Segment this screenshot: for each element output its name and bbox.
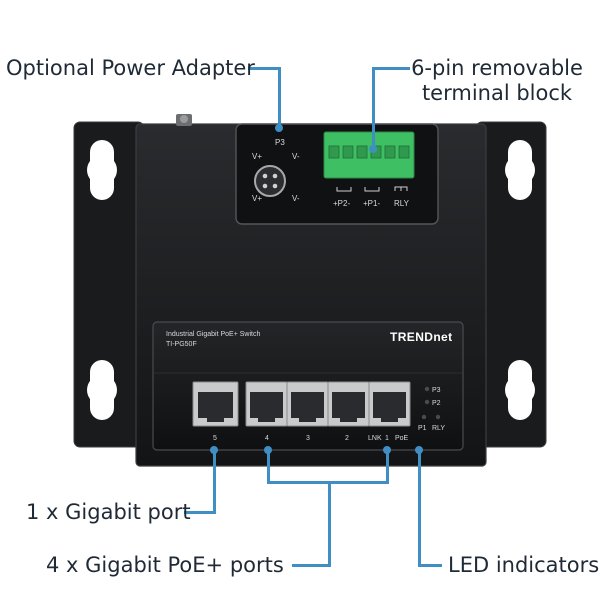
leader-poe-dot-right bbox=[383, 446, 391, 454]
leader-gigabit-v bbox=[213, 451, 216, 513]
power-pin-label-1: V+ bbox=[252, 152, 262, 161]
leader-power-dot bbox=[275, 124, 283, 132]
terminal-label-p1: +P1- bbox=[363, 199, 380, 208]
leader-led-h bbox=[418, 564, 442, 567]
svg-text:TRENDnet: TRENDnet bbox=[390, 330, 453, 344]
ethernet-port-1[interactable] bbox=[368, 381, 411, 427]
port-label-2: 2 bbox=[345, 435, 349, 442]
callout-led-indicators: LED indicators bbox=[448, 553, 600, 577]
port-link-label: LNK bbox=[368, 435, 382, 442]
power-port-label: P3 bbox=[275, 138, 285, 147]
trendnet-logo: TRENDnet bbox=[390, 330, 453, 344]
port-label-4: 4 bbox=[265, 435, 269, 442]
leader-poe-left-v bbox=[267, 451, 270, 483]
terminal-polarity-marks bbox=[336, 186, 408, 192]
power-pin-label-3: V+ bbox=[252, 194, 262, 203]
led-indicator-icons bbox=[421, 386, 441, 420]
port-label-5: 5 bbox=[213, 435, 217, 442]
leader-terminal-v bbox=[372, 67, 375, 149]
ground-screw-icon bbox=[176, 114, 192, 126]
power-pin-label-4: V- bbox=[292, 194, 300, 203]
leader-gigabit-dot bbox=[210, 446, 218, 454]
ethernet-port-5[interactable] bbox=[192, 381, 239, 427]
port-label-1: 1 bbox=[385, 435, 389, 442]
leader-led-dot bbox=[415, 446, 423, 454]
led-label-rly: RLY bbox=[432, 425, 445, 432]
port-poe-label: PoE bbox=[395, 435, 409, 442]
callout-power-adapter: Optional Power Adapter bbox=[6, 56, 255, 80]
led-label-p2: P2 bbox=[432, 400, 441, 407]
leader-poe-dot-left bbox=[264, 446, 272, 454]
terminal-block bbox=[323, 131, 415, 179]
callout-gigabit-port: 1 x Gigabit port bbox=[26, 500, 191, 524]
terminal-label-p2: +P2- bbox=[333, 199, 350, 208]
callout-terminal-block: 6-pin removable terminal block bbox=[408, 56, 586, 106]
callout-terminal-block-line2: terminal block bbox=[421, 81, 573, 105]
ethernet-port-2[interactable] bbox=[327, 381, 370, 427]
led-label-p3: P3 bbox=[432, 387, 441, 394]
model-number: TI-PG50F bbox=[166, 341, 197, 348]
mounting-slot-icon bbox=[87, 140, 535, 420]
callout-poe-ports: 4 x Gigabit PoE+ ports bbox=[46, 553, 284, 577]
terminal-label-rly: RLY bbox=[394, 199, 410, 208]
leader-terminal-dot bbox=[369, 145, 377, 153]
leader-power-h bbox=[248, 67, 280, 70]
port-label-3: 3 bbox=[306, 435, 310, 442]
leader-gigabit-h bbox=[184, 511, 216, 514]
power-jack-pins-icon bbox=[262, 173, 278, 189]
leader-poe-right-v bbox=[386, 451, 389, 483]
power-pin-label-2: V- bbox=[292, 152, 300, 161]
power-jack-icon bbox=[254, 165, 286, 197]
leader-poe-stem-v bbox=[328, 481, 331, 566]
model-title: Industrial Gigabit PoE+ Switch bbox=[166, 331, 260, 338]
ethernet-port-4[interactable] bbox=[245, 381, 288, 427]
leader-led-v bbox=[418, 451, 421, 567]
leader-poe-stem-h bbox=[292, 564, 331, 567]
leader-terminal-h bbox=[372, 67, 410, 70]
leader-power-v bbox=[278, 67, 281, 128]
callout-terminal-block-line1: 6-pin removable bbox=[411, 56, 583, 80]
ethernet-port-3[interactable] bbox=[286, 381, 329, 427]
led-label-p1: P1 bbox=[418, 425, 427, 432]
